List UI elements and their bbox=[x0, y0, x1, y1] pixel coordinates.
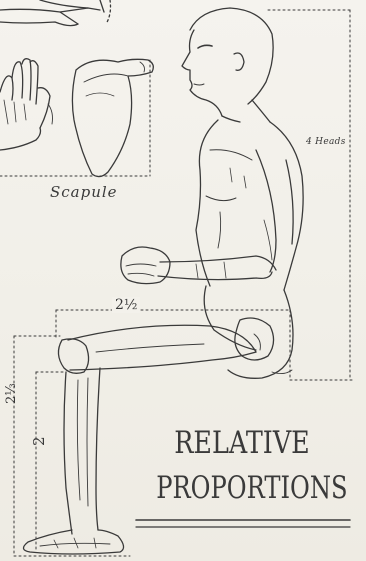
lower-leg-label: 2 bbox=[30, 436, 48, 446]
arm-sketch bbox=[121, 247, 276, 284]
scapula-sketch bbox=[72, 59, 153, 176]
title-line-2: PROPORTIONS bbox=[156, 470, 328, 506]
lower-leg-total-label: 2⅓ bbox=[4, 383, 19, 404]
torso-height-label: 4 Heads bbox=[306, 137, 346, 147]
scapula-label: Scapule bbox=[50, 183, 118, 201]
head-sketch bbox=[182, 8, 273, 122]
lower-leg-sketch bbox=[64, 368, 100, 534]
thigh-length-label: 2½ bbox=[112, 297, 140, 313]
title-line-1: RELATIVE bbox=[152, 425, 332, 461]
open-hand-sketch bbox=[0, 59, 53, 150]
thigh-sketch bbox=[58, 325, 256, 373]
foot-sketch bbox=[23, 530, 123, 554]
pelvis-sketch bbox=[204, 286, 293, 378]
top-hand-sketch bbox=[0, 0, 111, 26]
torso-sketch bbox=[196, 120, 303, 290]
title-underline bbox=[136, 520, 350, 527]
